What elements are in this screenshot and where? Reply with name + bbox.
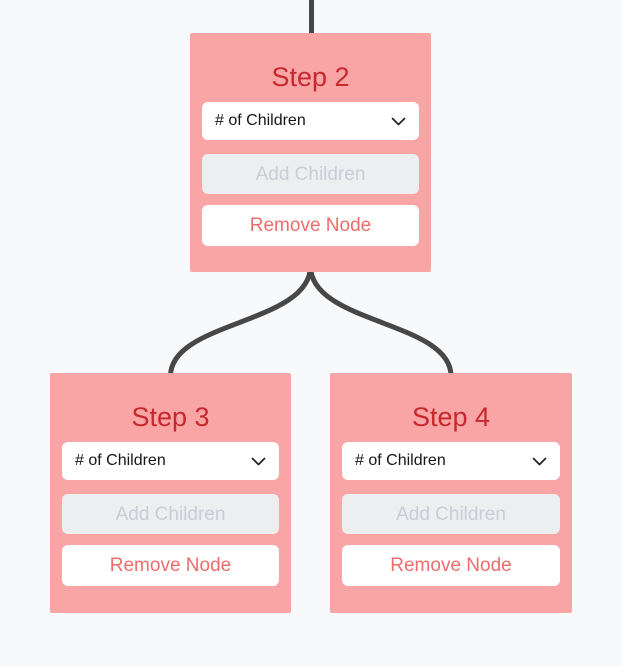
add-children-button[interactable]: Add Children — [202, 154, 419, 194]
add-children-button[interactable]: Add Children — [62, 494, 279, 534]
tree-node-step-3[interactable]: Step 3 # of Children Add Children Remove… — [50, 373, 291, 613]
chevron-down-icon — [251, 457, 266, 466]
children-count-select-value: # of Children — [75, 452, 166, 469]
children-count-select[interactable]: # of Children — [342, 442, 560, 480]
node-title: Step 3 — [131, 402, 210, 432]
chevron-down-icon — [391, 117, 406, 126]
node-title: Step 4 — [411, 402, 491, 432]
children-count-select-value: # of Children — [215, 112, 306, 129]
tree-node-step-2[interactable]: Step 2 # of Children Add Children Remove… — [190, 33, 431, 272]
children-count-select-value: # of Children — [355, 452, 446, 469]
children-count-select[interactable]: # of Children — [62, 442, 279, 480]
remove-node-button[interactable]: Remove Node — [202, 205, 419, 246]
node-title: Step 2 — [271, 62, 350, 92]
edge-step2-to-step3 — [168, 265, 313, 377]
remove-node-button[interactable]: Remove Node — [342, 545, 560, 586]
chevron-down-icon — [532, 457, 547, 466]
add-children-button[interactable]: Add Children — [342, 494, 560, 534]
remove-node-button[interactable]: Remove Node — [62, 545, 279, 586]
children-count-select[interactable]: # of Children — [202, 102, 419, 140]
edge-step2-to-step4 — [308, 265, 454, 377]
tree-node-step-4[interactable]: Step 4 # of Children Add Children Remove… — [330, 373, 572, 613]
